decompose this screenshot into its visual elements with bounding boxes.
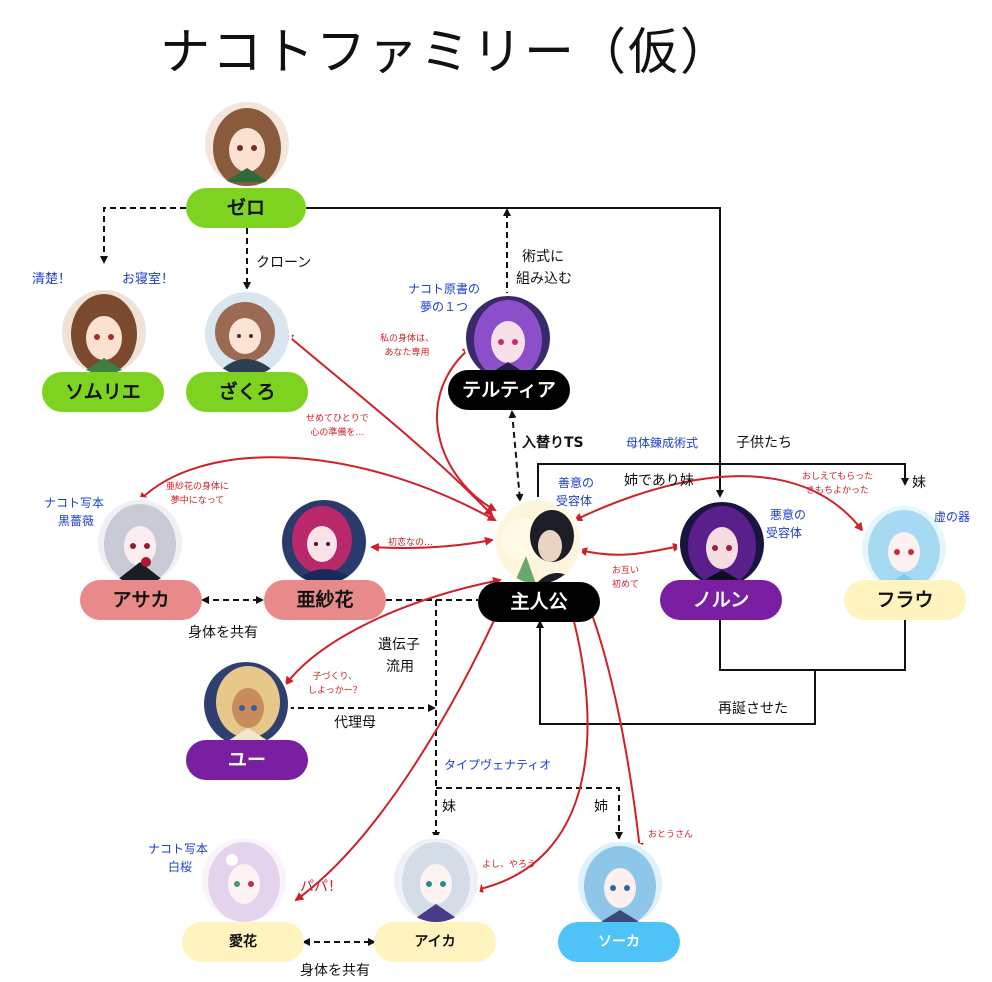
label-dairibo: 代理母 [334,715,376,731]
quote-otagai-2: 初めて [612,580,640,590]
node-aika-flower[interactable]: 愛花 [182,922,304,962]
quote-semete-1: せめてひとりで [306,414,369,424]
quote-watashi-1: 私の身体は、 [380,334,435,344]
label-saitan: 再誕させた [718,701,788,717]
label-akui-1: 悪意の [770,508,807,522]
quote-watashi-2: あなた専用 [384,348,430,358]
label-imouto-aika: 妹 [442,799,456,815]
node-asaka[interactable]: アサカ [80,580,202,620]
node-noirun[interactable]: ノルン [660,580,782,620]
quote-oshiete-1: おしえてもらった [802,472,874,482]
red-furau [573,475,864,532]
link-zero-somurie [100,207,186,264]
label-ane-imouto: 姉であり妹 [624,473,694,489]
label-oshinshitsu: お寝室！ [122,272,175,287]
quote-kozukuri: 子づくり、 しよっかー？ [308,670,362,698]
quote-hatsukoi: 初恋なの… [388,538,434,548]
label-seiso: 清楚！ [32,272,72,287]
red-aika [474,588,589,893]
aika-portrait[interactable] [394,838,478,922]
node-soka[interactable]: ソーカ [558,922,680,962]
somurie-portrait[interactable] [62,290,146,374]
link-sister-soka [436,787,623,840]
label-clone: クローン [256,255,312,271]
red-soka [578,583,644,852]
asaka-portrait[interactable] [98,500,182,584]
label-nakoto-hakuou-1: ナコト写本 [148,842,209,856]
zakuro-portrait[interactable] [205,292,289,376]
label-jutsushiki-1: 術式に [522,249,564,265]
zero-portrait[interactable] [205,102,289,186]
node-protagonist[interactable]: 主人公 [478,582,600,622]
label-nakoto-hakuou-2: 白桜 [168,860,193,874]
node-terutia[interactable]: テルティア [448,370,570,410]
quote-yoshi: よし、やろう [482,860,537,870]
label-ane-soka: 姉 [594,799,608,815]
quote-otagai: お互い 初めて [612,564,639,592]
label-imouto-furau: 妹 [912,475,926,491]
red-asaka2 [370,536,494,552]
aika-flower-portrait[interactable] [202,838,286,922]
quote-semete: せめてひとりで 心の準備を… [306,412,369,440]
label-botai: 母体錬成術式 [626,436,699,450]
node-yu[interactable]: ユー [186,740,308,780]
quote-papa: パパ！ [300,879,342,895]
quote-kozukuri-2: しよっかー？ [308,686,362,696]
label-jutsushiki-2: 組み込む [516,271,572,287]
label-kodomotachi: 子供たち [736,435,792,451]
quote-asaka-1: 亜紗花の身体に [166,482,230,492]
node-furau[interactable]: フラウ [844,580,966,620]
protagonist-portrait[interactable] [496,500,580,584]
node-asaka2[interactable]: 亜紗花 [264,580,386,620]
link-children [537,463,909,500]
label-nakoto-kokurobi-2: 黒薔薇 [58,514,95,528]
label-nakoto-yume-1: ナコト原書の [408,282,481,296]
link-zero-noirun [306,207,724,498]
quote-kozukuri-1: 子づくり、 [312,672,358,682]
label-zeni-2: 受容体 [556,494,593,508]
noirun-portrait[interactable] [680,502,764,586]
quote-asaka-2: 夢中になって [170,496,225,506]
label-nakoto-kokurobi-1: ナコト写本 [44,496,105,510]
label-irekawari: 入替りTS [522,435,584,451]
terutia-portrait[interactable] [466,296,550,380]
label-akui-2: 受容体 [766,526,803,540]
quote-semete-2: 心の準備を… [310,428,365,438]
quote-otousan: おとうさん [648,830,694,840]
quote-otagai-1: お互い [612,566,640,576]
label-type-venatio: タイプヴェナティオ [444,758,552,772]
label-idenshi-1: 遺伝子 [378,637,420,653]
label-shintai-top: 身体を共有 [188,625,258,641]
node-aika[interactable]: アイカ [374,922,496,962]
quote-watashi: 私の身体は、 あなた専用 [380,332,434,360]
quote-oshiete-2: きもちよかった [806,486,870,496]
label-idenshi-2: 流用 [386,659,414,675]
node-somurie[interactable]: ソムリエ [42,372,164,412]
label-zeni-1: 善意の [558,476,595,490]
label-shintai-bottom: 身体を共有 [300,963,370,979]
yu-portrait[interactable] [204,662,288,746]
link-terutia-protagonist [508,410,524,502]
label-utsuwa: 虚の器 [934,510,971,524]
node-zero[interactable]: ゼロ [186,188,306,228]
quote-oshiete: おしえてもらった きもちよかった [802,470,873,498]
red-asaka [138,456,497,521]
label-nakoto-yume-2: 夢の１つ [420,300,469,314]
node-zakuro[interactable]: ざくろ [186,372,308,412]
soka-portrait[interactable] [578,842,662,926]
page-title: ナコトファミリー（仮） [160,23,732,81]
quote-asaka: 亜紗花の身体に 夢中になって [166,480,229,508]
link-rebirth [719,620,906,671]
red-noirun [578,542,682,557]
asaka2-portrait[interactable] [282,500,366,584]
